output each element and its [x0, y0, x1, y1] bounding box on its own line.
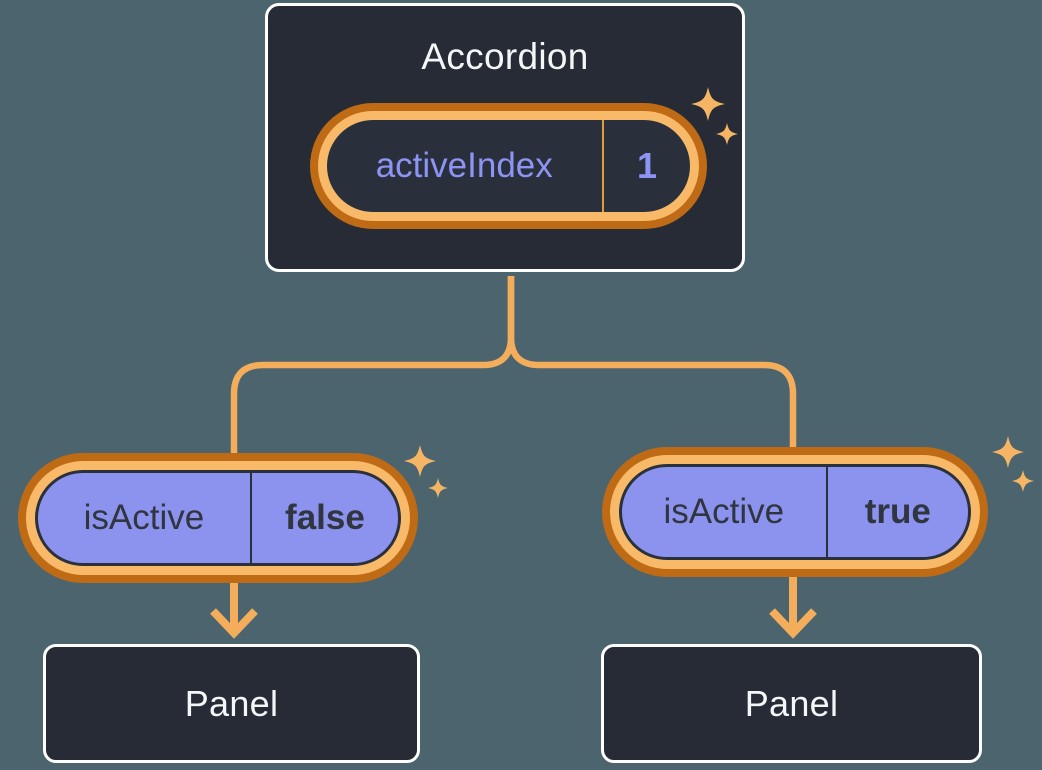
prop-pill-ring: isActive true — [610, 455, 980, 569]
state-name-section: activeIndex — [327, 120, 602, 212]
state-pill-ring: activeIndex 1 — [318, 111, 699, 221]
arrow-down-icon-right — [769, 608, 817, 639]
sparkle-icon — [992, 436, 1024, 468]
panel-title-left: Panel — [184, 682, 279, 724]
panel-title-right: Panel — [744, 682, 839, 724]
sparkle-icon — [404, 445, 436, 477]
state-pill-body: activeIndex 1 — [327, 120, 690, 212]
accordion-title: Accordion — [421, 36, 589, 77]
state-value-section: 1 — [604, 120, 690, 212]
prop-value-label: false — [285, 498, 365, 537]
is-active-prop-pill-left: isActive false — [18, 453, 418, 583]
branch-line-left — [230, 276, 515, 458]
prop-value-section: false — [252, 473, 398, 563]
prop-pill-body: isActive true — [619, 464, 971, 560]
prop-name-section: isActive — [622, 467, 826, 557]
prop-pill-ring: isActive false — [26, 461, 410, 575]
is-active-prop-pill-right: isActive true — [602, 447, 988, 577]
prop-pill-divider — [249, 473, 252, 563]
prop-pill-divider — [825, 467, 828, 557]
active-index-state-pill: activeIndex 1 — [310, 103, 707, 229]
state-name-label: activeIndex — [375, 146, 553, 185]
sparkle-icon — [428, 478, 448, 498]
prop-value-label: true — [864, 492, 931, 531]
state-pill-divider — [601, 120, 604, 212]
panel-box-right: Panel — [601, 644, 982, 763]
panel-box-left: Panel — [43, 644, 420, 763]
prop-name-label: isActive — [83, 498, 205, 537]
prop-name-section: isActive — [38, 473, 250, 563]
sparkle-icon — [1012, 470, 1034, 492]
arrow-down-icon-left — [210, 608, 258, 639]
prop-pill-body: isActive false — [35, 470, 401, 566]
branch-line-right — [507, 276, 797, 452]
state-value-label: 1 — [636, 145, 658, 186]
prop-value-section: true — [828, 467, 968, 557]
prop-name-label: isActive — [663, 492, 785, 531]
